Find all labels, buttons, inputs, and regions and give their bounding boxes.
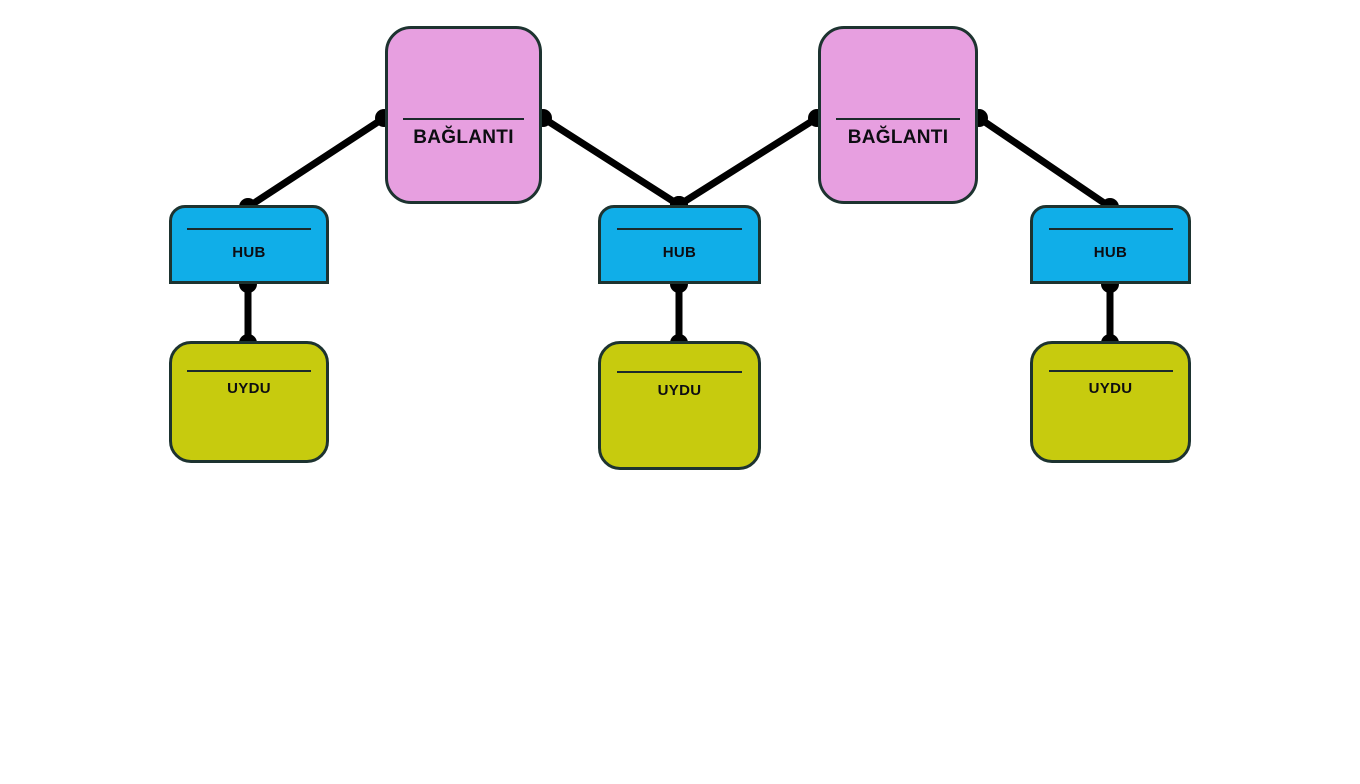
node-divider-line [616, 371, 743, 374]
connector-line [534, 109, 688, 214]
node-link-left[interactable]: BAĞLANTI [385, 26, 542, 204]
node-divider-line [1048, 228, 1173, 231]
connector-line [970, 109, 1119, 216]
node-satellite-left[interactable]: UYDU [169, 341, 329, 463]
node-hub-left[interactable]: HUB [169, 205, 329, 284]
node-hub-right[interactable]: HUB [1030, 205, 1191, 284]
connector-line [239, 109, 393, 216]
node-label: UYDU [1088, 379, 1133, 397]
node-satellite-right[interactable]: UYDU [1030, 341, 1191, 463]
node-divider-line [403, 118, 524, 121]
node-divider-line [187, 228, 311, 231]
node-label: HUB [662, 243, 697, 261]
node-divider-line [187, 369, 311, 372]
connector-line [670, 109, 826, 214]
node-label: BAĞLANTI [847, 127, 949, 149]
node-satellite-center[interactable]: UYDU [598, 341, 761, 470]
node-divider-line [1048, 369, 1173, 372]
node-label: HUB [1093, 243, 1128, 261]
node-divider-line [616, 228, 743, 231]
node-hub-center[interactable]: HUB [598, 205, 761, 284]
node-label: UYDU [227, 379, 271, 397]
node-link-right[interactable]: BAĞLANTI [818, 26, 978, 204]
node-divider-line [836, 118, 960, 121]
node-label: HUB [232, 243, 266, 261]
node-label: UYDU [657, 382, 702, 400]
node-label: BAĞLANTI [413, 127, 514, 149]
